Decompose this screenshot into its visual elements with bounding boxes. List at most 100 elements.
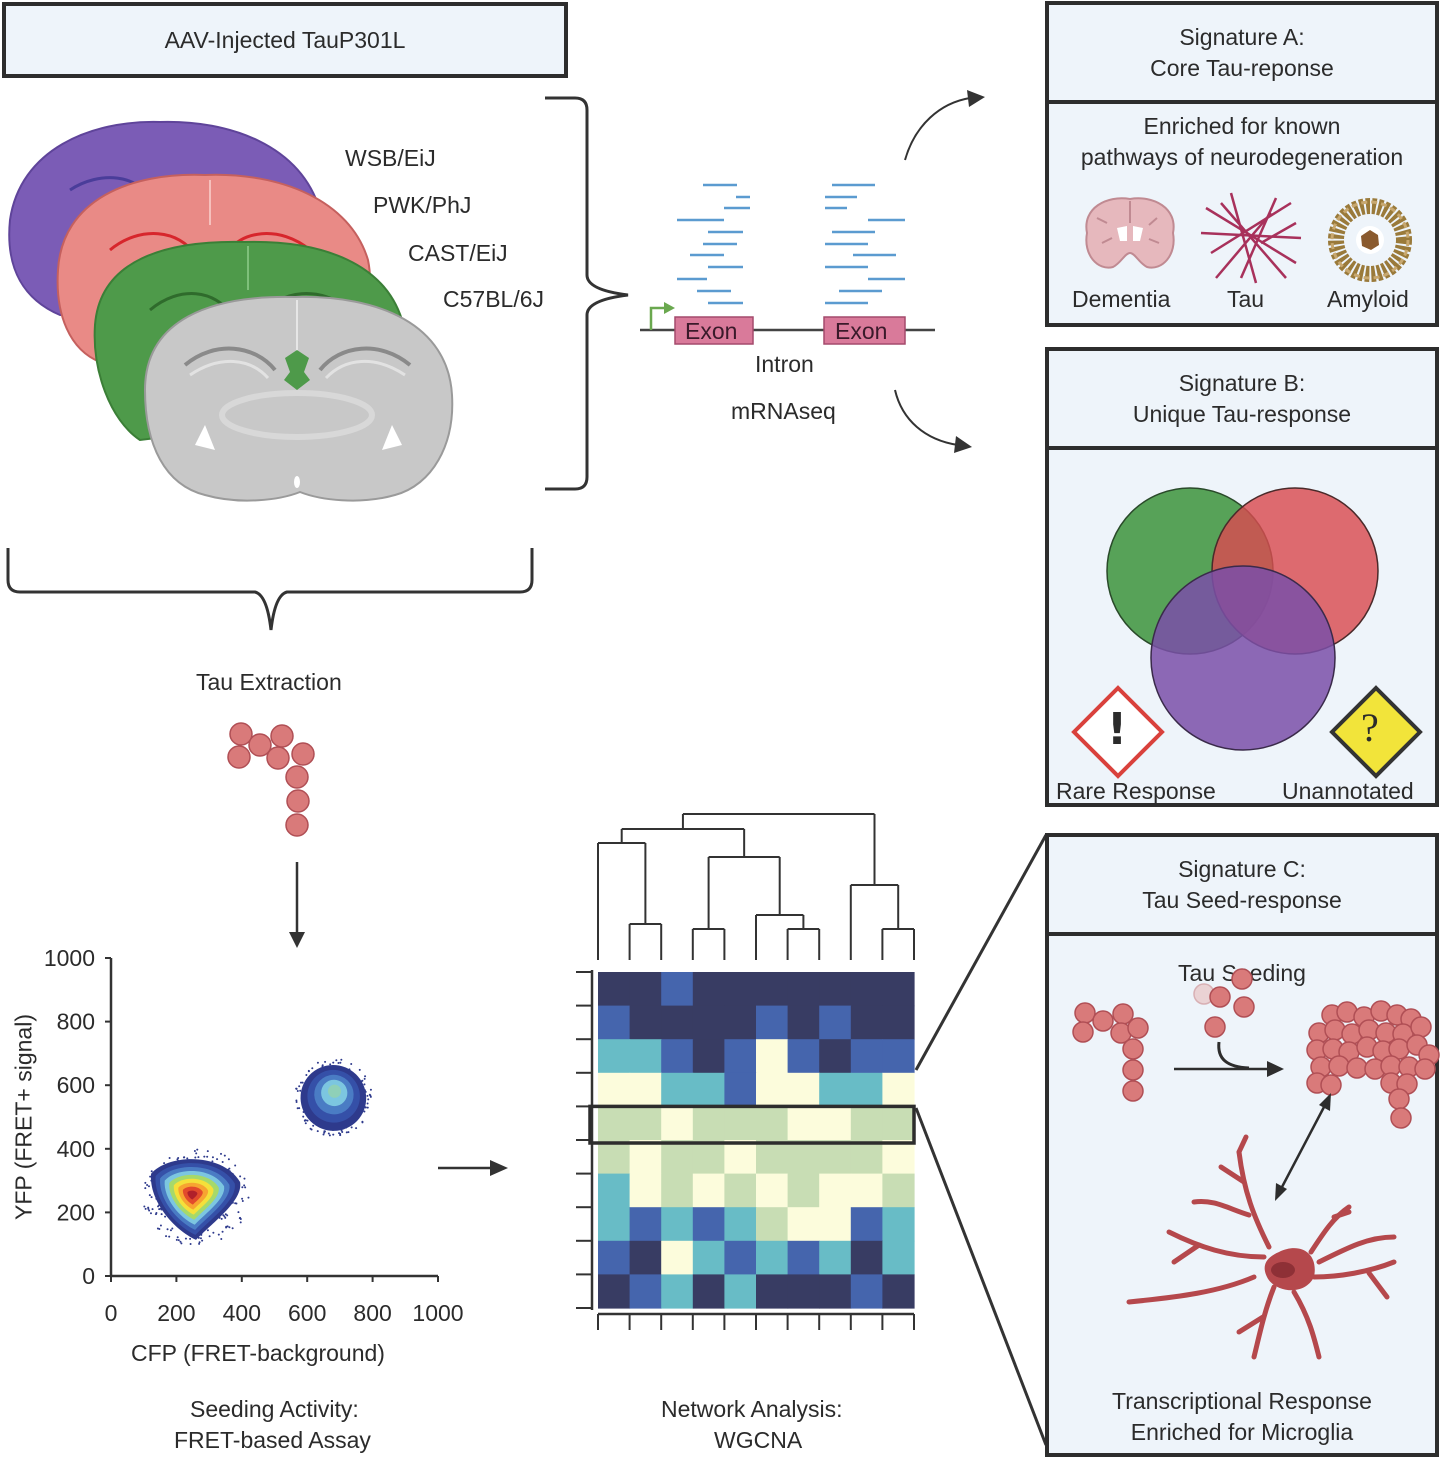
highlighted-module-row bbox=[588, 1104, 916, 1145]
bidirectional-arrow-icon bbox=[1275, 1093, 1331, 1201]
heatmap-cell bbox=[692, 1140, 725, 1175]
scatter-point bbox=[328, 1134, 331, 1137]
scatter-point bbox=[221, 1230, 224, 1233]
scatter-point bbox=[220, 1237, 223, 1240]
heatmap-cell bbox=[819, 1039, 852, 1074]
intron-label: Intron bbox=[755, 351, 814, 377]
exon-box-2 bbox=[823, 316, 906, 345]
heatmap-cell bbox=[787, 1072, 820, 1107]
heatmap-cell bbox=[787, 1207, 820, 1242]
wgcna-heatmap bbox=[576, 813, 916, 1330]
signature-b-header: Signature B: Unique Tau-response bbox=[1049, 351, 1435, 450]
scatter-point bbox=[159, 1224, 162, 1227]
scatter-point bbox=[239, 1216, 242, 1219]
right-brace bbox=[545, 96, 629, 491]
tau-aggregate-bead bbox=[1390, 1107, 1412, 1129]
scatter-x-tick-label: 200 bbox=[157, 1300, 195, 1326]
scatter-point bbox=[146, 1183, 149, 1186]
scatter-point bbox=[150, 1170, 153, 1173]
heatmap-cell bbox=[882, 1072, 915, 1107]
scatter-point bbox=[189, 1237, 192, 1240]
scatter-y-tick-label: 800 bbox=[57, 1009, 95, 1035]
scatter-point bbox=[305, 1074, 308, 1077]
scatter-point bbox=[345, 1131, 348, 1134]
scatter-point bbox=[144, 1207, 147, 1210]
tau-aggregate-bead bbox=[1414, 1058, 1436, 1080]
scatter-point bbox=[366, 1106, 369, 1109]
scatter-point bbox=[198, 1241, 201, 1244]
scatter-point bbox=[216, 1158, 219, 1161]
heatmap-cell bbox=[692, 1173, 725, 1208]
scatter-y-tick-label: 600 bbox=[57, 1072, 95, 1098]
rare-response-warning-icon bbox=[1071, 685, 1165, 779]
scatter-point bbox=[364, 1106, 367, 1109]
heatmap-cell bbox=[756, 1039, 789, 1074]
scatter-point bbox=[194, 1156, 197, 1159]
heatmap-cell bbox=[724, 972, 757, 1007]
scatter-point bbox=[184, 1237, 187, 1240]
scatter-y-label: YFP (FRET+ signal) bbox=[10, 1014, 37, 1220]
header-title: AAV-Injected TauP301L bbox=[164, 26, 406, 53]
scatter-x-tick-label: 0 bbox=[105, 1300, 118, 1326]
microglia-icon bbox=[1126, 1134, 1397, 1360]
signature-b-panel: Signature B: Unique Tau-response ! ? Rar… bbox=[1045, 347, 1439, 807]
heatmap-cell bbox=[629, 1240, 662, 1275]
scatter-point bbox=[206, 1150, 209, 1153]
scatter-point bbox=[150, 1196, 153, 1199]
heatmap-cell bbox=[882, 972, 915, 1007]
heatmap-cell bbox=[819, 1207, 852, 1242]
scatter-point bbox=[295, 1101, 298, 1104]
heatmap-cell bbox=[692, 1207, 725, 1242]
scatter-point bbox=[323, 1130, 326, 1133]
scatter-population-1 bbox=[143, 1148, 250, 1245]
scatter-point bbox=[239, 1175, 242, 1178]
signature-c-title-1: Signature C: bbox=[1178, 855, 1306, 882]
scatter-point bbox=[366, 1094, 369, 1097]
heatmap-cells bbox=[598, 972, 915, 1309]
scatter-point bbox=[327, 1132, 330, 1135]
scatter-point bbox=[363, 1083, 366, 1086]
scatter-point bbox=[304, 1122, 307, 1125]
heatmap-cell bbox=[819, 1005, 852, 1040]
unannotated-label: Unannotated bbox=[1282, 778, 1414, 804]
bottom-brace bbox=[6, 548, 534, 631]
heatmap-caption-1: Network Analysis: bbox=[661, 1396, 843, 1422]
exon-label-1: Exon bbox=[685, 318, 738, 344]
heatmap-cell bbox=[598, 972, 631, 1007]
heatmap-cell bbox=[692, 1072, 725, 1107]
scatter-point bbox=[366, 1102, 369, 1105]
heatmap-cell bbox=[629, 1039, 662, 1074]
scatter-point bbox=[149, 1212, 152, 1215]
scatter-point bbox=[368, 1093, 371, 1096]
heatmap-cell bbox=[692, 1240, 725, 1275]
scatter-caption-2: FRET-based Assay bbox=[174, 1427, 371, 1453]
heatmap-cell bbox=[756, 1005, 789, 1040]
heatmap-cell bbox=[692, 972, 725, 1007]
scatter-x-tick-label: 600 bbox=[288, 1300, 326, 1326]
heatmap-cell bbox=[882, 1240, 915, 1275]
heatmap-cell bbox=[598, 1274, 631, 1309]
sequencing-reads bbox=[677, 183, 905, 305]
scatter-point bbox=[350, 1062, 353, 1065]
scatter-point bbox=[149, 1175, 152, 1178]
heatmap-cell bbox=[882, 1274, 915, 1309]
unannotated-symbol: ? bbox=[1361, 705, 1379, 750]
scatter-point bbox=[239, 1221, 242, 1224]
heatmap-cell bbox=[598, 1173, 631, 1208]
heatmap-cell bbox=[756, 1207, 789, 1242]
heatmap-cell bbox=[850, 1072, 883, 1107]
scatter-point bbox=[355, 1127, 358, 1130]
heatmap-cell bbox=[629, 1140, 662, 1175]
scatter-point bbox=[195, 1152, 198, 1155]
scatter-point bbox=[158, 1208, 161, 1211]
scatter-point bbox=[226, 1214, 229, 1217]
heatmap-cell bbox=[629, 972, 662, 1007]
scatter-point bbox=[363, 1077, 366, 1080]
heatmap-cell bbox=[724, 1207, 757, 1242]
signature-c-panel: Signature C: Tau Seed-response Tau Seedi… bbox=[1045, 833, 1440, 1457]
heatmap-cell bbox=[598, 1005, 631, 1040]
signature-a-title-2: Core Tau-reponse bbox=[1150, 54, 1334, 81]
scatter-y-tick-label: 0 bbox=[82, 1263, 95, 1289]
heatmap-cell bbox=[661, 1106, 694, 1141]
scatter-point bbox=[241, 1186, 244, 1189]
